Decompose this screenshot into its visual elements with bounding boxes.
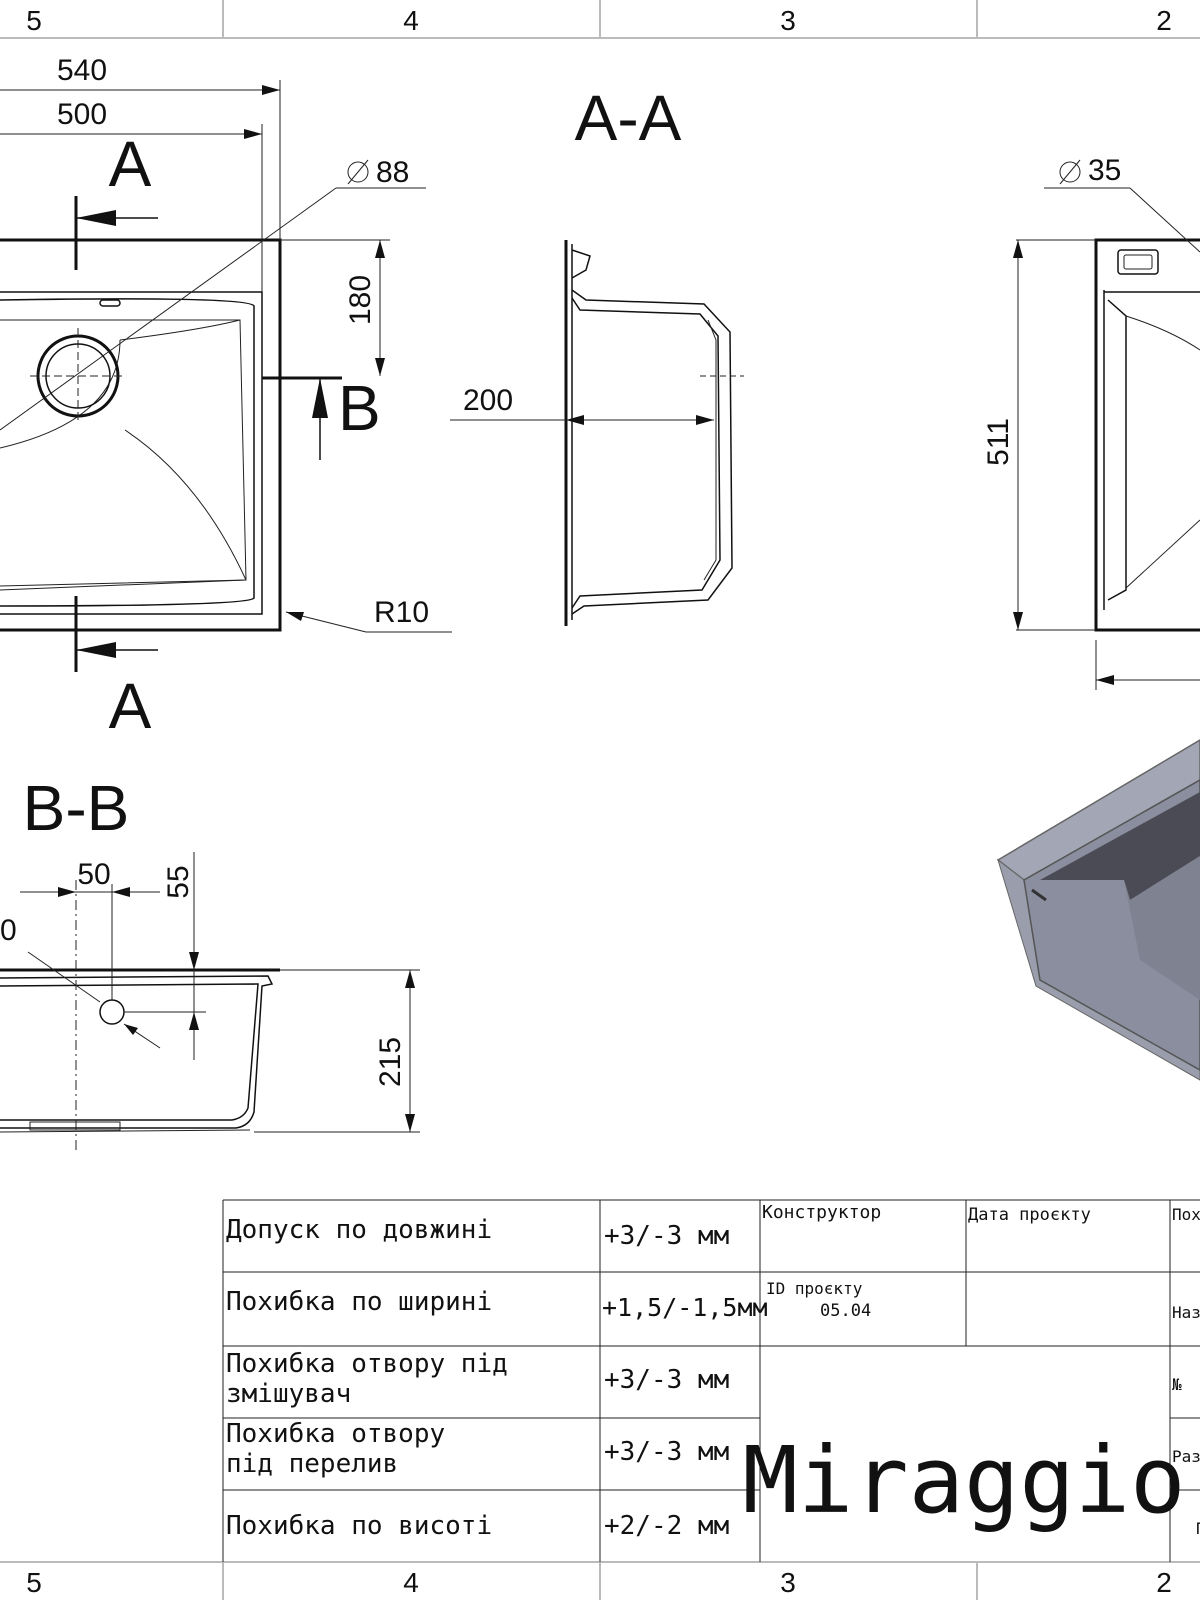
section-b-b: B-B 50 55 0 215 [0, 772, 420, 1150]
zone-label: 3 [780, 5, 796, 36]
tolerance-label: Похибка по висоті [226, 1511, 492, 1541]
project-id-label: ID проєкту [766, 1279, 863, 1298]
zone-label: 2 [1156, 5, 1172, 36]
dimension-50: 50 [77, 858, 110, 891]
section-a-a-title: A-A [575, 82, 682, 154]
cut-label: П [1196, 1519, 1200, 1538]
dimension-55: 55 [162, 865, 195, 898]
overflow-hole [99, 999, 125, 1025]
tolerance-value: +3/-3 мм [604, 1221, 729, 1251]
dimension-180: 180 [344, 275, 377, 325]
section-b-b-title: B-B [23, 772, 130, 844]
dimension-diameter-35: 35 [1088, 154, 1121, 187]
project-id-value: 05.04 [820, 1301, 871, 1321]
dimension-540: 540 [57, 54, 107, 87]
section-marker-b: B [338, 372, 381, 444]
dimension-511: 511 [982, 418, 1015, 466]
dimension-500: 500 [57, 98, 107, 131]
cut-label: Пох [1172, 1205, 1200, 1224]
zone-label: 4 [403, 1567, 419, 1598]
dimension-215: 215 [374, 1037, 407, 1087]
dimension-partial: 0 [0, 914, 17, 947]
tolerance-label: Похибка отвору під [226, 1349, 508, 1379]
tolerance-label: Похибка по ширині [226, 1287, 492, 1317]
cut-label: Наз [1172, 1303, 1200, 1322]
section-a-a: A-A 200 [450, 82, 744, 626]
sink-outer-rim [0, 238, 282, 632]
designer-label: Конструктор [762, 1202, 881, 1223]
title-block: Допуск по довжині +3/-3 мм Похибка по ши… [222, 1199, 1200, 1562]
dimension-200: 200 [463, 384, 513, 417]
zone-label: 2 [1156, 1567, 1172, 1598]
tolerance-label: Допуск по довжині [226, 1215, 492, 1245]
dimension-diameter-88: 88 [376, 156, 409, 189]
tolerance-value: +3/-3 мм [604, 1437, 729, 1467]
cut-label: Раз [1172, 1447, 1200, 1466]
tolerance-label: змішувач [226, 1379, 351, 1409]
tolerance-label: Похибка отвору [226, 1419, 445, 1449]
tolerance-value: +3/-3 мм [604, 1365, 729, 1395]
zone-label: 5 [26, 1567, 42, 1598]
side-view: 35 511 [982, 154, 1200, 690]
zone-label: 4 [403, 5, 419, 36]
tolerance-label: під перелив [226, 1449, 398, 1479]
section-marker-a: A [109, 670, 152, 742]
zone-label: 5 [26, 5, 42, 36]
section-marker-a: A [109, 128, 152, 200]
tolerance-value: +1,5/-1,5мм [602, 1293, 768, 1322]
dimension-r10: R10 [374, 596, 429, 629]
zone-label: 3 [780, 1567, 796, 1598]
overflow-slot [1117, 249, 1159, 275]
cut-label: № [1172, 1375, 1182, 1394]
plan-view: 540 500 A A 88 180 B R10 [0, 54, 452, 742]
brand-logo: Miraggio [742, 1427, 1185, 1534]
tolerance-value: +2/-2 мм [604, 1511, 729, 1541]
sink-3d-render [996, 739, 1200, 1081]
project-date-label: Дата проєкту [968, 1205, 1091, 1225]
